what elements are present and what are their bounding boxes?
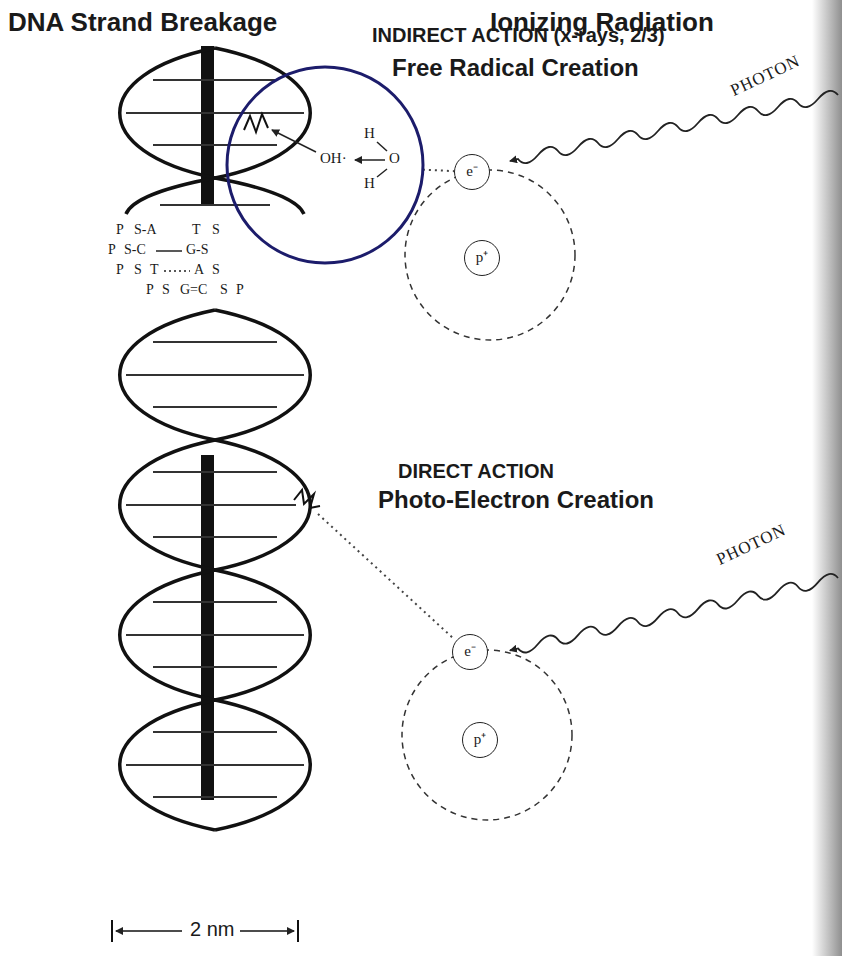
base-bond — [156, 250, 182, 252]
rung — [153, 666, 277, 668]
rung — [153, 341, 277, 343]
electron-path — [318, 514, 454, 639]
atom-orbit — [405, 170, 575, 340]
bond-line — [377, 142, 387, 151]
strand — [120, 310, 311, 830]
particle-symbol: e⁻ — [466, 163, 478, 180]
rung — [153, 731, 277, 733]
base-letter: T — [150, 262, 159, 278]
base-letter: S-C — [124, 242, 146, 258]
base-letter: P — [116, 222, 124, 238]
scale-label: 2 nm — [190, 918, 234, 941]
rung — [126, 112, 304, 114]
electron-circle: e⁻ — [454, 154, 490, 190]
scale-tick — [297, 920, 299, 942]
electron-circle: e⁻ — [452, 634, 488, 670]
circle-outline — [227, 67, 423, 263]
chemical-symbol: OH· — [320, 150, 347, 167]
rung — [160, 204, 270, 206]
base-bond — [164, 270, 190, 272]
particle-symbol: p⁺ — [476, 249, 489, 266]
slide-shadow — [812, 0, 842, 956]
base-letter: P — [108, 242, 116, 258]
photon-label: PHOTON — [713, 520, 789, 569]
heading: DNA Strand Breakage — [8, 8, 277, 38]
rung — [126, 504, 296, 506]
rung — [153, 536, 277, 538]
strand-break — [294, 490, 320, 508]
rung — [153, 79, 277, 81]
atom-orbit — [402, 650, 572, 820]
strand — [126, 48, 310, 214]
photon-label: PHOTON — [727, 51, 803, 100]
scale-arrow — [116, 930, 182, 932]
radical-arrow — [355, 159, 385, 161]
chemical-symbol: H — [364, 175, 375, 192]
base-letter: S-A — [134, 222, 157, 238]
base-letter: S — [162, 282, 170, 298]
rung — [153, 406, 277, 408]
base-letter: S — [220, 282, 228, 298]
scale-arrow — [240, 930, 294, 932]
base-letter: S — [212, 222, 220, 238]
base-letter: A — [194, 262, 204, 278]
highlight-circle: OH· HOH — [227, 67, 423, 263]
base-letter: S — [212, 262, 220, 278]
base-letter: S — [134, 262, 142, 278]
scale-tick — [111, 920, 113, 942]
proton-circle: p⁺ — [462, 722, 498, 758]
helix-axis — [201, 455, 214, 800]
chemical-symbol: H — [364, 125, 375, 142]
base-letter: P — [236, 282, 244, 298]
rung — [153, 796, 277, 798]
rung — [126, 764, 304, 766]
base-letter: G-S — [186, 242, 209, 258]
section-label: DIRECT ACTION — [398, 460, 554, 483]
chemical-symbol: O — [389, 150, 400, 167]
rung — [126, 634, 304, 636]
section-label: Photo-Electron Creation — [378, 486, 654, 514]
helix-strands — [120, 48, 311, 830]
section-label: Free Radical Creation — [392, 54, 639, 82]
rung — [153, 144, 277, 146]
radical-arrow — [272, 130, 316, 152]
rung — [126, 374, 304, 376]
strand — [120, 310, 311, 830]
strand-break — [244, 114, 268, 132]
photon-wave — [510, 91, 838, 163]
rung — [153, 471, 277, 473]
particle-symbol: p⁺ — [474, 731, 487, 748]
photon-wave — [510, 574, 838, 653]
base-letter: P — [116, 262, 124, 278]
rung — [153, 601, 277, 603]
ionization-path — [423, 170, 454, 171]
base-letter: P — [146, 282, 154, 298]
particle-symbol: e⁻ — [464, 643, 476, 660]
base-letter: G=C — [180, 282, 207, 298]
bond-line — [377, 169, 387, 177]
proton-circle: p⁺ — [464, 240, 500, 276]
base-letter: T — [192, 222, 201, 238]
section-label: INDIRECT ACTION (x-rays, 2/3) — [372, 24, 665, 47]
strand — [120, 48, 304, 214]
